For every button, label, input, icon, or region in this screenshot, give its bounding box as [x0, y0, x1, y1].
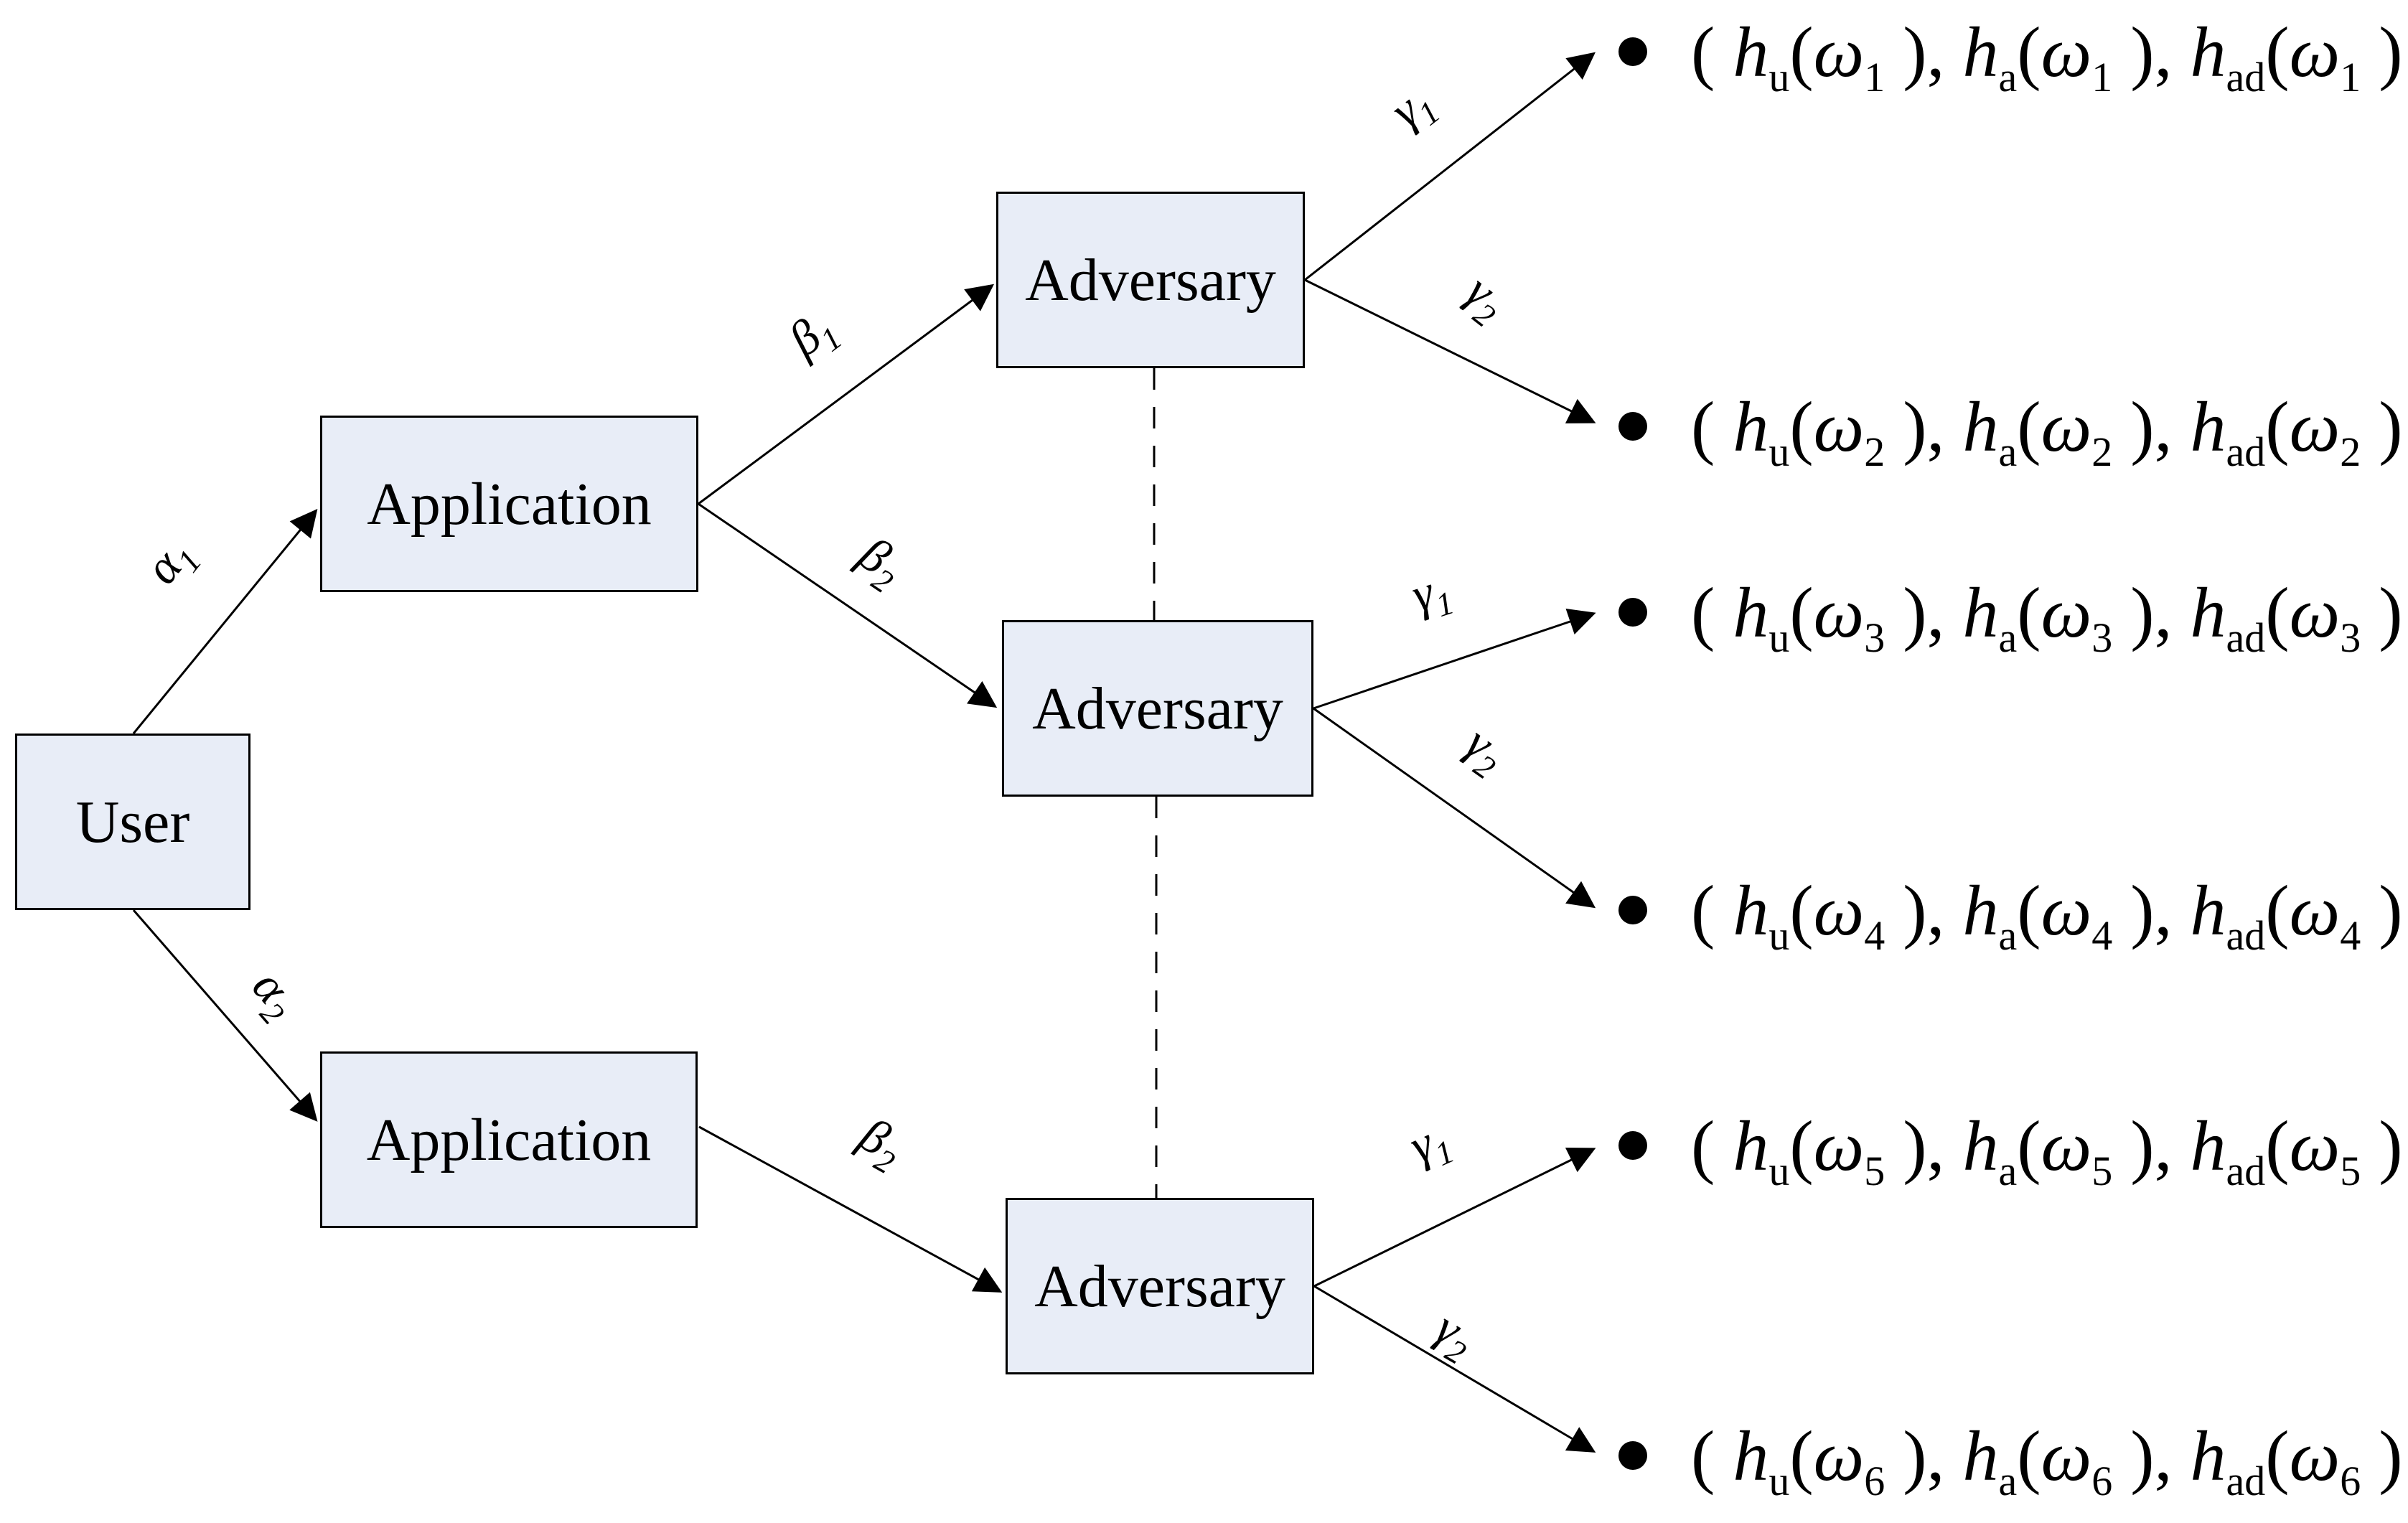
edge-gamma1-bottom: [1313, 1148, 1596, 1288]
edge-beta2-top: [698, 502, 998, 708]
leaf-node-row: ( hu(ω5 ), ha(ω5 ), had(ω5 ) ): [1691, 1102, 2408, 1194]
payoff-tuple: ( hu(ω4 ), ha(ω4 ), had(ω4 ) ): [1691, 870, 2408, 959]
edge-gamma2-bottom: [1313, 1285, 1596, 1453]
leaf-bullet: [1618, 1131, 1647, 1160]
edge-label-gamma2-bottom: γ2: [1423, 1300, 1485, 1372]
leaf-bullet: [1618, 896, 1647, 924]
user-node-label: User: [75, 788, 190, 856]
edge-gamma1-middle: [1313, 608, 1596, 710]
leaf-node-row: ( hu(ω3 ), ha(ω3 ), had(ω3 ) ): [1691, 569, 2408, 661]
edge-label-beta2-top: β2: [844, 525, 914, 600]
edge-gamma2-middle: [1313, 707, 1596, 909]
leaf-node-row: ( hu(ω2 ), ha(ω2 ), had(ω2 ) ): [1691, 383, 2408, 475]
adversary-middle-node: Adversary: [1002, 620, 1313, 797]
adversary-middle-node-label: Adversary: [1032, 675, 1283, 742]
user-node: User: [15, 734, 250, 910]
edge-label-gamma1-top: γ1: [1380, 73, 1447, 144]
leaf-node-row: ( hu(ω4 ), ha(ω4 ), had(ω4 ) ): [1691, 867, 2408, 959]
edge-label-beta2-bottom: β2: [846, 1106, 914, 1181]
application-bottom-node-label: Application: [366, 1106, 652, 1173]
edge-alpha1: [132, 509, 318, 734]
adversary-top-node: Adversary: [996, 192, 1305, 368]
adversary-bottom-node: Adversary: [1006, 1198, 1314, 1374]
edge-label-gamma2-top: γ2: [1451, 263, 1518, 334]
edge-alpha2: [132, 909, 318, 1122]
edge-label-gamma2-middle: γ2: [1452, 715, 1517, 787]
adversary-top-node-label: Adversary: [1025, 246, 1276, 314]
payoff-tuple: ( hu(ω2 ), ha(ω2 ), had(ω2 ) ): [1691, 386, 2408, 475]
leaf-bullet: [1618, 37, 1647, 66]
payoff-tuple: ( hu(ω1 ), ha(ω1 ), had(ω1 ) ): [1691, 11, 2408, 100]
leaf-bullet: [1618, 1441, 1647, 1470]
edge-label-alpha2: α2: [236, 959, 311, 1031]
edge-label-beta1: β1: [777, 299, 848, 374]
payoff-tuple: ( hu(ω6 ), ha(ω6 ), had(ω6 ) ): [1691, 1415, 2408, 1504]
leaf-bullet: [1618, 598, 1647, 627]
payoff-tuple: ( hu(ω3 ), ha(ω3 ), had(ω3 ) ): [1691, 572, 2408, 661]
edge-gamma2-top: [1304, 278, 1596, 423]
payoff-tuple: ( hu(ω5 ), ha(ω5 ), had(ω5 ) ): [1691, 1105, 2408, 1194]
edge-beta2-bottom: [698, 1125, 1003, 1293]
leaf-node-row: ( hu(ω1 ), ha(ω1 ), had(ω1 ) ): [1691, 9, 2408, 100]
leaf-bullet: [1618, 412, 1647, 441]
edge-beta1: [698, 283, 995, 505]
edge-gamma1-top: [1304, 52, 1596, 281]
application-top-node-label: Application: [367, 470, 652, 538]
adversary-bottom-node-label: Adversary: [1034, 1252, 1285, 1320]
edge-label-gamma1-bottom: γ1: [1401, 1109, 1459, 1181]
edge-label-alpha1: α1: [133, 527, 209, 599]
application-bottom-node: Application: [320, 1051, 698, 1228]
edge-label-gamma1-middle: γ1: [1405, 559, 1458, 629]
leaf-node-row: ( hu(ω6 ), ha(ω6 ), had(ω6 ) ): [1691, 1412, 2408, 1504]
application-top-node: Application: [320, 416, 698, 592]
